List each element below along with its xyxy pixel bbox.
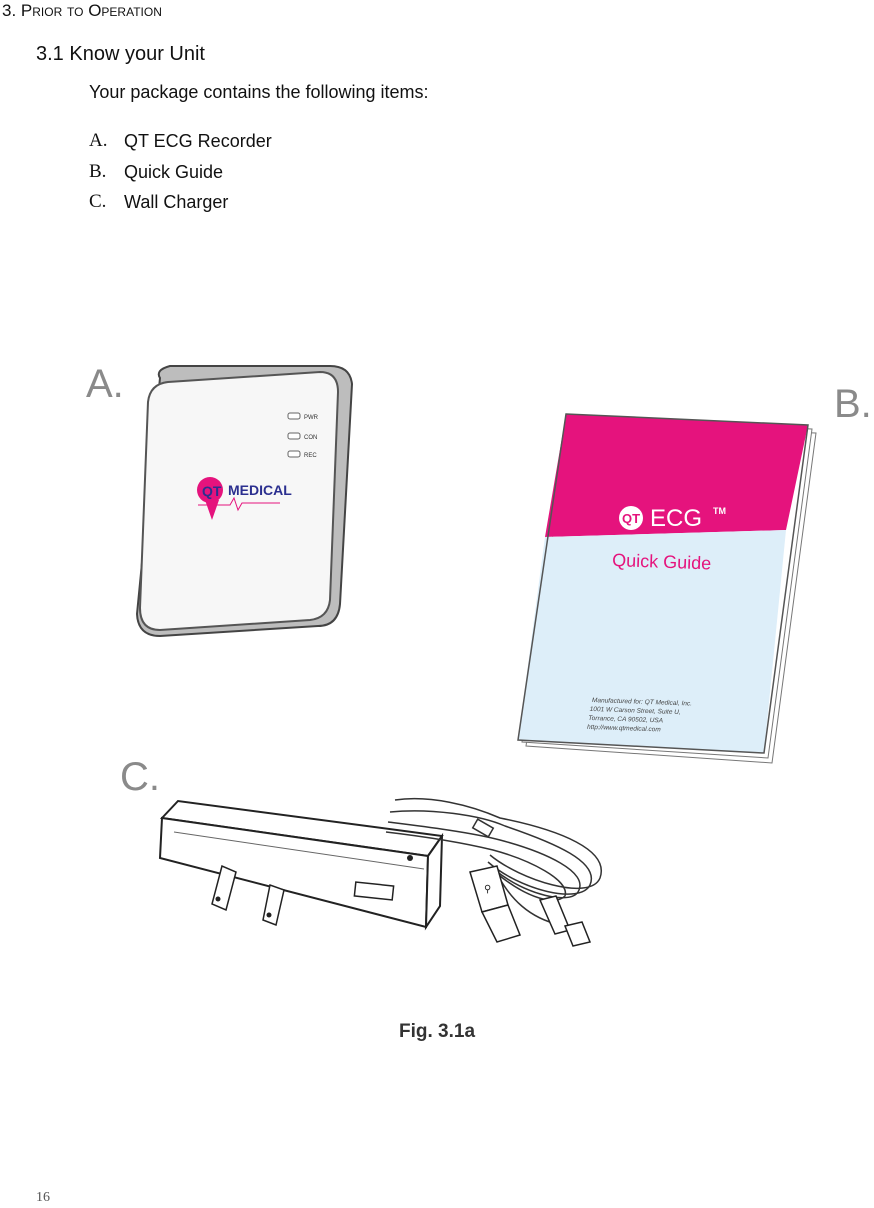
figure-caption: Fig. 3.1a xyxy=(399,1021,476,1042)
page-number: 16 xyxy=(36,1190,50,1205)
led-label-con: CON xyxy=(304,435,317,441)
list-item: A. QT ECG Recorder xyxy=(89,126,272,157)
section-title-to: TO xyxy=(67,5,84,19)
intro-text: Your package contains the following item… xyxy=(89,82,429,102)
quick-guide-image: QT ECG TM Quick Guide Manufactured for: … xyxy=(517,413,817,764)
led-label-rec: REC xyxy=(304,453,317,459)
section-title-rior: RIOR xyxy=(32,5,63,19)
list-item: C. Wall Charger xyxy=(89,187,272,218)
guide-address-line: Torrance, CA 90502, USA xyxy=(588,715,663,725)
svg-text:QT: QT xyxy=(622,511,640,526)
item-letter: C. xyxy=(89,191,107,212)
guide-address-line: Manufactured for: QT Medical, Inc. xyxy=(592,697,692,707)
section-number: 3. xyxy=(2,1,17,20)
guide-address-line: 1001 W Carson Street, Suite U, xyxy=(590,706,681,716)
guide-tm: TM xyxy=(713,506,726,516)
section-title: 3. PRIOR TO OPERATION xyxy=(2,0,162,23)
item-label: Wall Charger xyxy=(124,192,229,212)
led-label-pwr: PWR xyxy=(304,415,319,421)
usb-plug: ⚲ xyxy=(469,865,521,943)
section-title-peration: PERATION xyxy=(101,5,162,19)
item-letter: A. xyxy=(89,130,108,151)
figure-label-b: B. xyxy=(834,382,872,426)
package-items-list: A. QT ECG Recorder B. Quick Guide C. Wall C… xyxy=(89,126,272,218)
guide-brand: ECG xyxy=(650,505,702,532)
figure-label-a: A. xyxy=(86,362,124,406)
ecg-recorder-image: PWR CON REC QT MEDICAL xyxy=(135,365,354,638)
figure-label-c: C. xyxy=(120,755,160,799)
subsection-title: 3.1 Know your Unit xyxy=(36,43,205,65)
svg-text:QT: QT xyxy=(202,483,222,499)
list-item: B. Quick Guide xyxy=(89,157,272,188)
micro-usb-plug xyxy=(538,895,592,947)
wall-charger-image: ⚲ xyxy=(158,797,603,947)
guide-address-line: http://www.qtmedical.com xyxy=(587,724,661,734)
qt-medical-logo: QT MEDICAL xyxy=(197,477,292,520)
recorder-brand: MEDICAL xyxy=(228,482,292,498)
item-label: Quick Guide xyxy=(124,161,224,182)
guide-title: Quick Guide xyxy=(612,550,712,573)
section-title-o: O xyxy=(88,1,102,20)
section-title-p: P xyxy=(20,1,33,20)
item-letter: B. xyxy=(89,160,107,182)
svg-text:⚲: ⚲ xyxy=(484,884,491,895)
item-label: QT ECG Recorder xyxy=(124,131,272,151)
